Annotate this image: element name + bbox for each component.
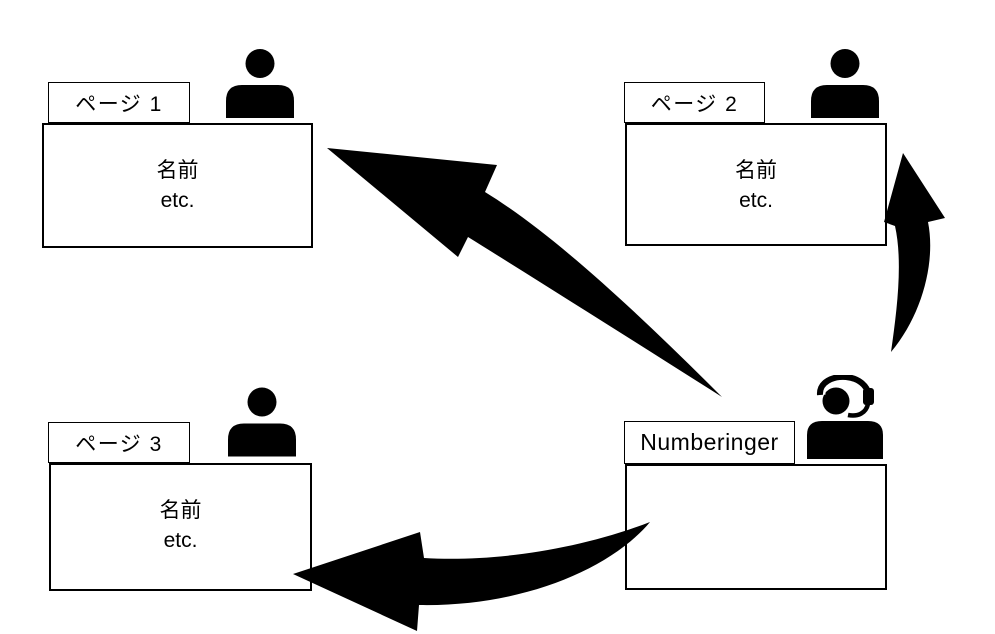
node-tab-page2: ページ 2	[624, 82, 765, 123]
node-body-line1-page3: 名前	[159, 499, 202, 522]
node-tab-label-numberinger: Numberinger	[640, 429, 779, 455]
node-body-text-page2: 名前 etc.	[627, 156, 885, 216]
person-icon	[226, 49, 294, 118]
node-body-text-page3: 名前 etc.	[51, 496, 310, 556]
node-body-line2-page3: etc.	[163, 529, 198, 552]
node-body-text-page1: 名前 etc.	[44, 156, 311, 216]
node-tab-page1: ページ 1	[48, 82, 190, 123]
node-tab-label-page3: ページ 3	[75, 432, 163, 456]
node-tab-label-page2: ページ 2	[650, 92, 739, 116]
node-body-line1-page1: 名前	[156, 159, 199, 182]
node-body-line2-page2: etc.	[739, 189, 773, 212]
node-box-numberinger	[625, 464, 887, 590]
node-box-page2: 名前 etc.	[625, 123, 887, 246]
arrow-numberinger-to-page3	[293, 522, 650, 631]
person-icon	[228, 387, 296, 457]
node-tab-numberinger: Numberinger	[624, 421, 795, 464]
node-body-line2-page1: etc.	[160, 189, 195, 212]
node-box-page1: 名前 etc.	[42, 123, 313, 248]
node-tab-page3: ページ 3	[48, 422, 190, 463]
node-tab-label-page1: ページ 1	[75, 92, 163, 116]
person-headset-icon	[807, 375, 883, 459]
node-body-line1-page2: 名前	[735, 159, 777, 182]
arrow-numberinger-to-page2	[884, 153, 945, 352]
person-icon	[811, 49, 879, 118]
node-box-page3: 名前 etc.	[49, 463, 312, 591]
